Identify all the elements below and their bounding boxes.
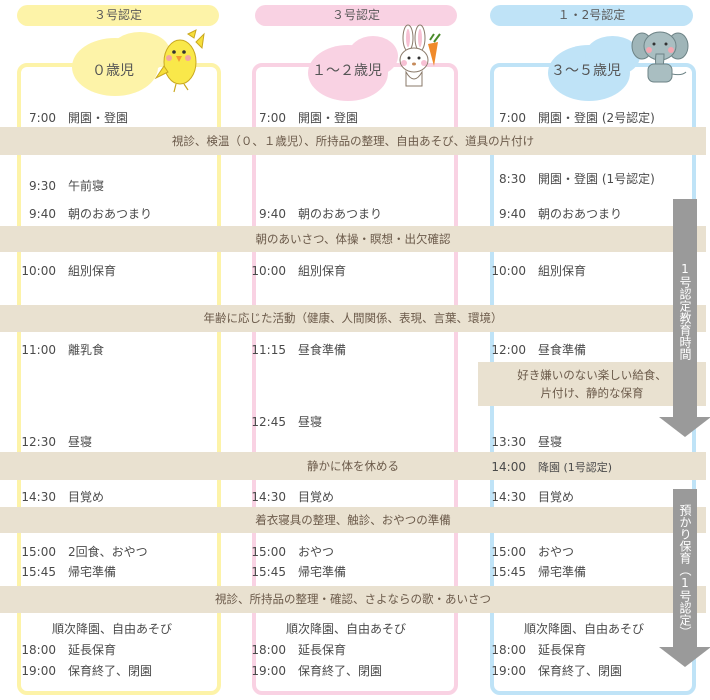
- arrow-head-icon: [659, 417, 710, 437]
- education-hours-arrow: 1号認定教育時間: [659, 199, 710, 439]
- schedule-item: 順次降園、自由あそび: [286, 622, 407, 636]
- education-hours-label: 1号認定教育時間: [673, 199, 697, 419]
- certification-header-2: １・2号認定: [490, 5, 693, 26]
- activity-band-3: 静かに体を休める: [0, 452, 706, 480]
- lunch-note-band: 好き嫌いのない楽しい給食、 片付け、静的な保育: [478, 362, 706, 406]
- age-cloud-1-bump: [348, 36, 398, 76]
- extended-care-arrow: 預かり保育（1号認定）: [659, 489, 710, 671]
- lunch-note-line-1: 好き嫌いのない楽しい給食、: [517, 368, 667, 382]
- age-label-0: ０歳児: [92, 63, 134, 79]
- certification-header-1: ３号認定: [255, 5, 457, 26]
- activity-band-0: 視診、検温（０、１歳児）、所持品の整理、自由あそび、道具の片付け: [0, 127, 706, 155]
- schedule-item: 順次降園、自由あそび: [524, 622, 645, 636]
- activity-band-1: 朝のあいさつ、体操・瞑想・出欠確認: [0, 226, 706, 252]
- activity-band-5: 視診、所持品の整理・確認、さよならの歌・あいさつ: [0, 586, 706, 613]
- age-cloud-0-bump2: [138, 38, 168, 66]
- certification-header-0: ３号認定: [17, 5, 219, 26]
- age-label-2: ３～５歳児: [551, 63, 621, 79]
- arrow-head-icon: [659, 647, 710, 667]
- chick-icon: [152, 28, 208, 94]
- activity-band-4: 着衣寝具の整理、触診、おやつの準備: [0, 507, 706, 533]
- activity-band-2: 年齢に応じた活動（健康、人間関係、表現、言葉、環境）: [0, 305, 706, 332]
- age-label-1: １～２歳児: [312, 63, 382, 79]
- schedule-item: 順次降園、自由あそび: [52, 622, 173, 636]
- extended-care-label: 預かり保育（1号認定）: [673, 489, 697, 649]
- lunch-note-line-2: 片付け、静的な保育: [540, 386, 644, 400]
- rabbit-icon: [392, 24, 448, 96]
- elephant-icon: [630, 28, 692, 90]
- age-cloud-2-bump: [585, 36, 640, 76]
